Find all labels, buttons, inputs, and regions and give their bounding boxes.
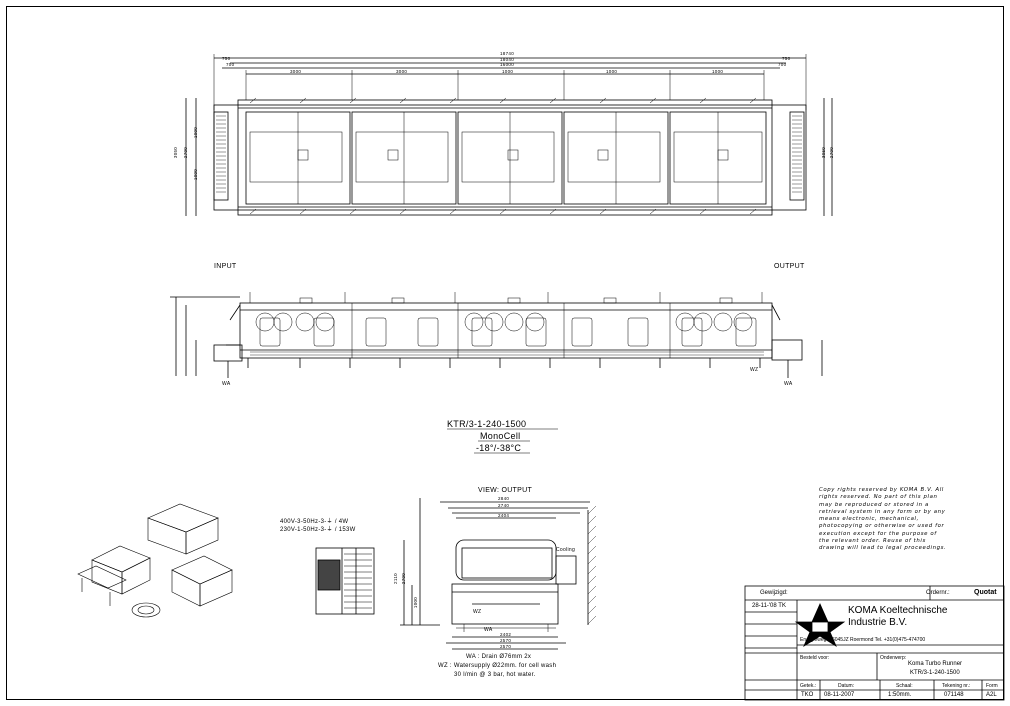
dim-view-bottom-3: 2570 <box>500 644 512 649</box>
dim-section-4: 1000 <box>606 69 618 74</box>
electrical-line-2: 230V-1-50Hz-3-⏚ / 153W <box>280 527 356 533</box>
tb-value-schaal: 1:50mm. <box>888 692 912 698</box>
tb-ordernr-label: Ordernr.: <box>926 590 950 596</box>
model-temperature: -18°/-38°C <box>476 443 522 453</box>
dim-inner: 18040 <box>500 57 515 62</box>
dim-right-1: 3050 <box>821 146 827 159</box>
mark-wz: WZ <box>750 367 759 373</box>
dim-section-3: 1000 <box>502 69 514 74</box>
dim-section-5: 1000 <box>712 69 724 74</box>
view-output-label: VIEW: OUTPUT <box>478 487 533 494</box>
drawing-sheet <box>6 6 1004 700</box>
tb-gewijzigd-value: 28-11-'08 TK <box>752 603 786 609</box>
note-wa: WA : Drain Ø76mm 2x <box>466 654 532 660</box>
dim-total: 18740 <box>500 51 515 56</box>
dim-view-bottom-1: 2402 <box>500 632 512 637</box>
mark-wa-view: WA <box>484 627 493 633</box>
tb-gewijzigd-label: Gewijzigd: <box>760 590 788 596</box>
dim-end-1: 750 <box>222 56 231 61</box>
tb-quotation: Quotat <box>974 589 997 596</box>
tb-value-form: A2L <box>986 692 997 698</box>
tb-value-getek: TKO <box>801 692 814 698</box>
note-wz-1: WZ : Watersupply Ø22mm. for cell wash <box>438 663 557 669</box>
copyright-note: Copy rights reserved by KOMA B.V. All ri… <box>819 487 947 552</box>
mark-wz-view: WZ <box>473 609 482 615</box>
dim-view-side-3: 1000 <box>413 596 419 609</box>
tb-header-getek: Getek.: <box>800 683 817 689</box>
tb-header-datum: Datum: <box>838 683 855 689</box>
dim-end-4: 700 <box>778 62 787 67</box>
tb-onderwerp-label: Onderwerp: <box>880 655 907 661</box>
mark-cooling: Cooling <box>556 547 576 553</box>
dim-view-top-2: 2740 <box>498 503 510 508</box>
tb-onderwerp-line2: KTR/3-1-240-1500 <box>910 670 960 676</box>
dim-view-top-1: 2840 <box>498 496 510 501</box>
tb-company-line2: Industrie B.V. <box>848 617 908 628</box>
model-type: MonoCell <box>480 431 521 441</box>
dim-left-4: 1000 <box>193 168 199 181</box>
dim-section-2: 3000 <box>396 69 408 74</box>
dim-right-2: 2700 <box>829 146 835 159</box>
tb-header-form: Form <box>986 683 998 689</box>
tb-header-schaal: Schaal: <box>896 683 913 689</box>
dim-end-2: 750 <box>782 56 791 61</box>
dim-view-top-3: 2404 <box>498 513 510 518</box>
tb-value-datum: 08-11-2007 <box>824 692 855 698</box>
dim-left-1: 3050 <box>173 146 179 159</box>
tb-company-line1: KOMA Koeltechnische <box>848 605 948 616</box>
output-label: OUTPUT <box>774 263 805 270</box>
input-label: INPUT <box>214 263 237 270</box>
note-wz-2: 30 l/min @ 3 bar, hot water. <box>454 672 536 678</box>
mark-wa-right: WA <box>784 381 793 387</box>
electrical-line-1: 400V-3-50Hz-3-⏚ / 4W <box>280 519 349 525</box>
dim-view-side-1: 2110 <box>392 573 398 584</box>
tb-address: Energieweg 2 6045JZ Roermond Tel. +31(0)… <box>800 637 926 643</box>
dim-left-2: 2700 <box>183 146 189 159</box>
koma-logo-icon <box>796 604 844 646</box>
dim-left-3: 1000 <box>193 126 199 139</box>
mark-wa-left: WA <box>222 381 231 387</box>
dim-section-1: 3000 <box>290 69 302 74</box>
dim-cells: 16000 <box>500 62 515 67</box>
tb-value-tekening: 071148 <box>944 692 964 698</box>
tb-header-tekening: Tekening nr.: <box>942 683 971 689</box>
dim-view-side-2: 2700 <box>401 572 407 585</box>
model-code: KTR/3-1-240-1500 <box>447 419 527 429</box>
tb-besteld-voor-label: Besteld voor: <box>800 655 830 661</box>
dim-end-3: 700 <box>226 62 235 67</box>
tb-onderwerp-line1: Koma Turbo Runner <box>908 661 963 667</box>
dim-view-bottom-2: 2570 <box>500 638 512 643</box>
